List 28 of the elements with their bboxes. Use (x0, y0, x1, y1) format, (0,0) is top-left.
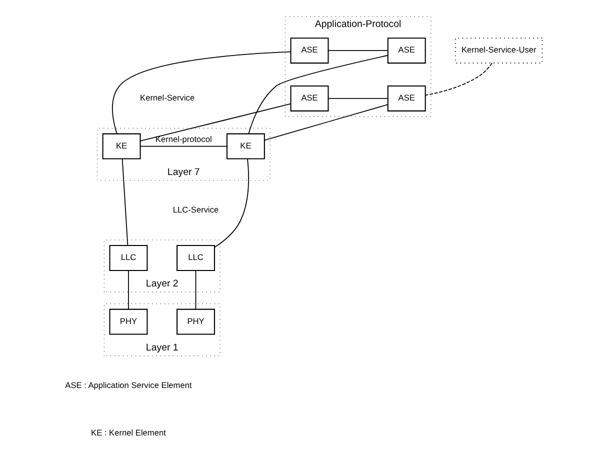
node-box: ASE (387, 38, 426, 64)
label: KE : Kernel Element (91, 428, 166, 438)
connector (214, 158, 250, 248)
connector (248, 54, 388, 134)
node-box: KE (226, 133, 265, 160)
node-box: PHY (176, 308, 216, 335)
node-box: KE (102, 133, 141, 160)
connector (112, 51, 292, 134)
node-box: PHY (109, 308, 148, 335)
connector (195, 270, 196, 310)
connector (140, 103, 292, 142)
connector (128, 270, 129, 310)
node-box: LLC (176, 244, 216, 271)
connector (328, 50, 388, 52)
node-box: ASE (290, 85, 329, 112)
node-box: ASE (290, 38, 329, 64)
node-box: LLC (109, 244, 148, 271)
connector (328, 98, 388, 99)
edge-label: Kernel-protocol (155, 134, 212, 144)
connector (122, 158, 128, 246)
node-box: Kernel-Service-User (455, 38, 543, 64)
connector (264, 104, 388, 141)
node-box: ASE (387, 85, 426, 112)
connector (424, 62, 492, 96)
connector (140, 146, 228, 147)
label: LLC-Service (172, 204, 219, 214)
label: Kernel-Service (140, 92, 195, 103)
label: ASE : Application Service Element (65, 380, 192, 390)
